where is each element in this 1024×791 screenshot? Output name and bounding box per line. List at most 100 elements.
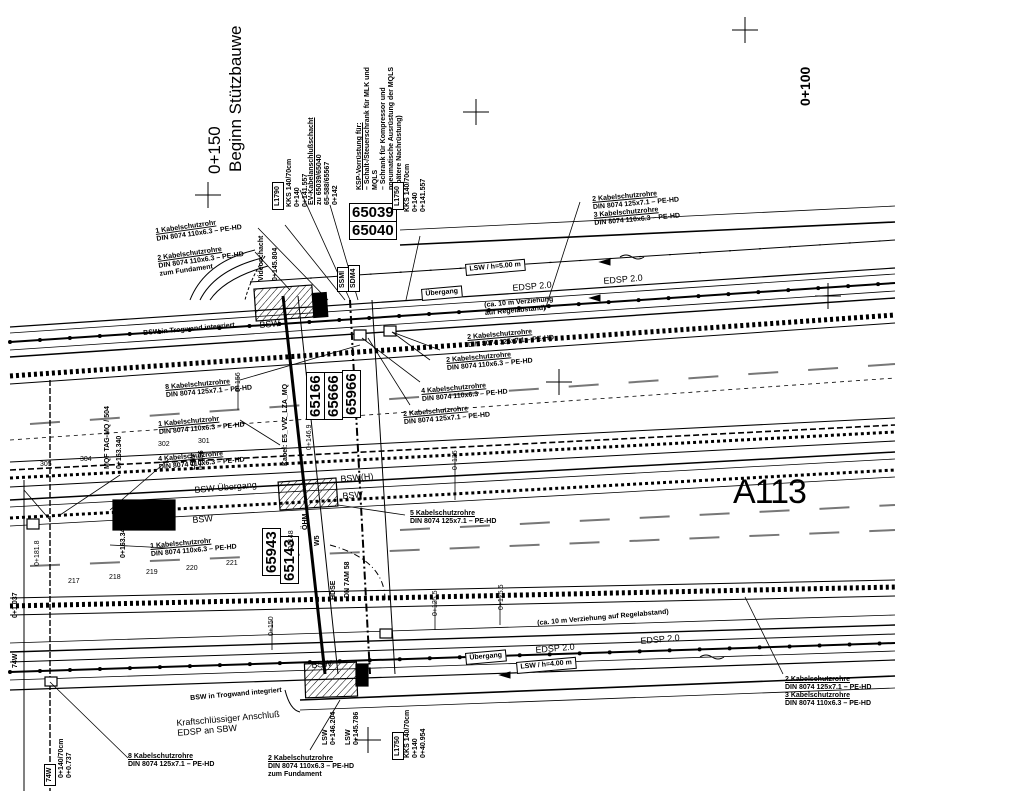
videoschacht-label: Videoschacht <box>258 235 265 281</box>
cabinet-65966: 65966 <box>342 370 361 418</box>
fence-post <box>97 334 102 339</box>
fence-post <box>37 669 42 674</box>
fence-post <box>187 328 192 333</box>
fence-post <box>247 324 252 329</box>
fence-post <box>636 298 641 303</box>
upper-road-edges <box>9 205 896 358</box>
fence-post <box>606 300 611 305</box>
sta-1469: 0+146.9 <box>306 424 313 451</box>
road-name: A113 <box>733 473 807 511</box>
lower-road-edges <box>9 579 896 711</box>
fence-post <box>397 657 402 662</box>
fence-post <box>607 650 612 655</box>
sta-125: 0+125 <box>452 450 459 470</box>
bsw-label-4: BSW <box>311 658 333 670</box>
cabinet-65666: 65666 <box>324 372 343 420</box>
fence-post <box>187 664 192 669</box>
sta-150: 0+150 <box>268 616 275 636</box>
fence-post <box>757 645 762 650</box>
sta-1205: 0+125.5 <box>498 584 505 611</box>
ev-note: EV-Kabelanschlußschacht zu 65039/65040 6… <box>308 117 339 205</box>
fence-post <box>8 670 12 674</box>
fence-post <box>217 326 222 331</box>
fence-post <box>756 290 761 295</box>
crosshair-marks <box>195 17 841 753</box>
station-ticks <box>237 376 501 650</box>
fence-post <box>397 314 402 319</box>
ksp-note: KSP-Vorrüstung für: – Schalt-/Steuerschr… <box>356 66 403 190</box>
leader-lines <box>23 189 784 759</box>
w5-label: W5 <box>314 535 321 547</box>
fence-post <box>727 646 732 651</box>
fence-post <box>277 322 282 327</box>
fence-post <box>217 663 222 668</box>
fence-post <box>666 296 671 301</box>
fence-post <box>486 308 491 313</box>
num-221: 221 <box>226 560 238 567</box>
station-0-150: 0+150 <box>205 126 224 174</box>
fence-post <box>457 310 462 315</box>
fence-dots-top <box>8 282 881 344</box>
mqf-station-1: 0+163.340 <box>116 435 123 469</box>
km-left-box: 74W <box>44 763 56 786</box>
num-220: 220 <box>186 565 198 572</box>
fence-post <box>846 284 851 289</box>
carriageway-edge <box>9 377 896 441</box>
fence-post <box>877 641 882 646</box>
num-305: 305 <box>40 461 52 468</box>
cabinet-65040: 65040 <box>349 221 397 240</box>
fence-post <box>576 302 581 307</box>
l1790-label: L1790 <box>272 182 284 210</box>
bsw-label-1: BSW <box>259 318 281 330</box>
fence-post <box>67 668 72 673</box>
sta-148: 0+148 <box>288 530 295 550</box>
l1750-bottom-label: L1750 <box>392 732 404 760</box>
fence-post <box>577 651 582 656</box>
dn-label: DN 7AM 58 <box>344 561 351 598</box>
flow-arrows <box>498 254 725 679</box>
station-0-100: 0+100 <box>797 66 813 106</box>
upper-barrier <box>9 312 896 385</box>
km-left-1: 0+1.037 <box>12 592 19 619</box>
km-left-2: 74W <box>12 653 19 668</box>
fence-post <box>817 643 822 648</box>
fence-post <box>127 332 132 337</box>
station-begin-label: Beginn Stützbauwe <box>226 25 245 173</box>
junction-markers <box>26 325 397 687</box>
cabinet-65039: 65039 <box>349 203 397 222</box>
foundation-blocks <box>112 284 369 699</box>
fence-post <box>457 655 462 660</box>
fence-post <box>427 656 432 661</box>
fence-post <box>157 665 162 670</box>
fence-post <box>786 288 791 293</box>
ramp-curves <box>189 249 386 713</box>
num-218: 218 <box>109 574 121 581</box>
fence-post <box>697 647 702 652</box>
fence-post <box>547 652 552 657</box>
mqf-label: MQF TAG-MQ / 504 <box>104 406 111 469</box>
fence-post <box>516 306 521 311</box>
num-217: 217 <box>68 578 80 585</box>
num-219: 219 <box>146 569 158 576</box>
fence-post <box>696 294 701 299</box>
fence-post <box>8 340 12 344</box>
ohm-label: ÖHM <box>302 513 309 530</box>
fence-post <box>337 318 342 323</box>
l1750-label: L1750 <box>392 182 404 210</box>
fence-post <box>876 282 881 287</box>
num-302: 302 <box>158 441 170 448</box>
lane-markings-lower <box>29 504 896 567</box>
fence-post <box>427 312 432 317</box>
sta-1255: 0+125.5 <box>432 590 439 617</box>
fence-post <box>127 666 132 671</box>
